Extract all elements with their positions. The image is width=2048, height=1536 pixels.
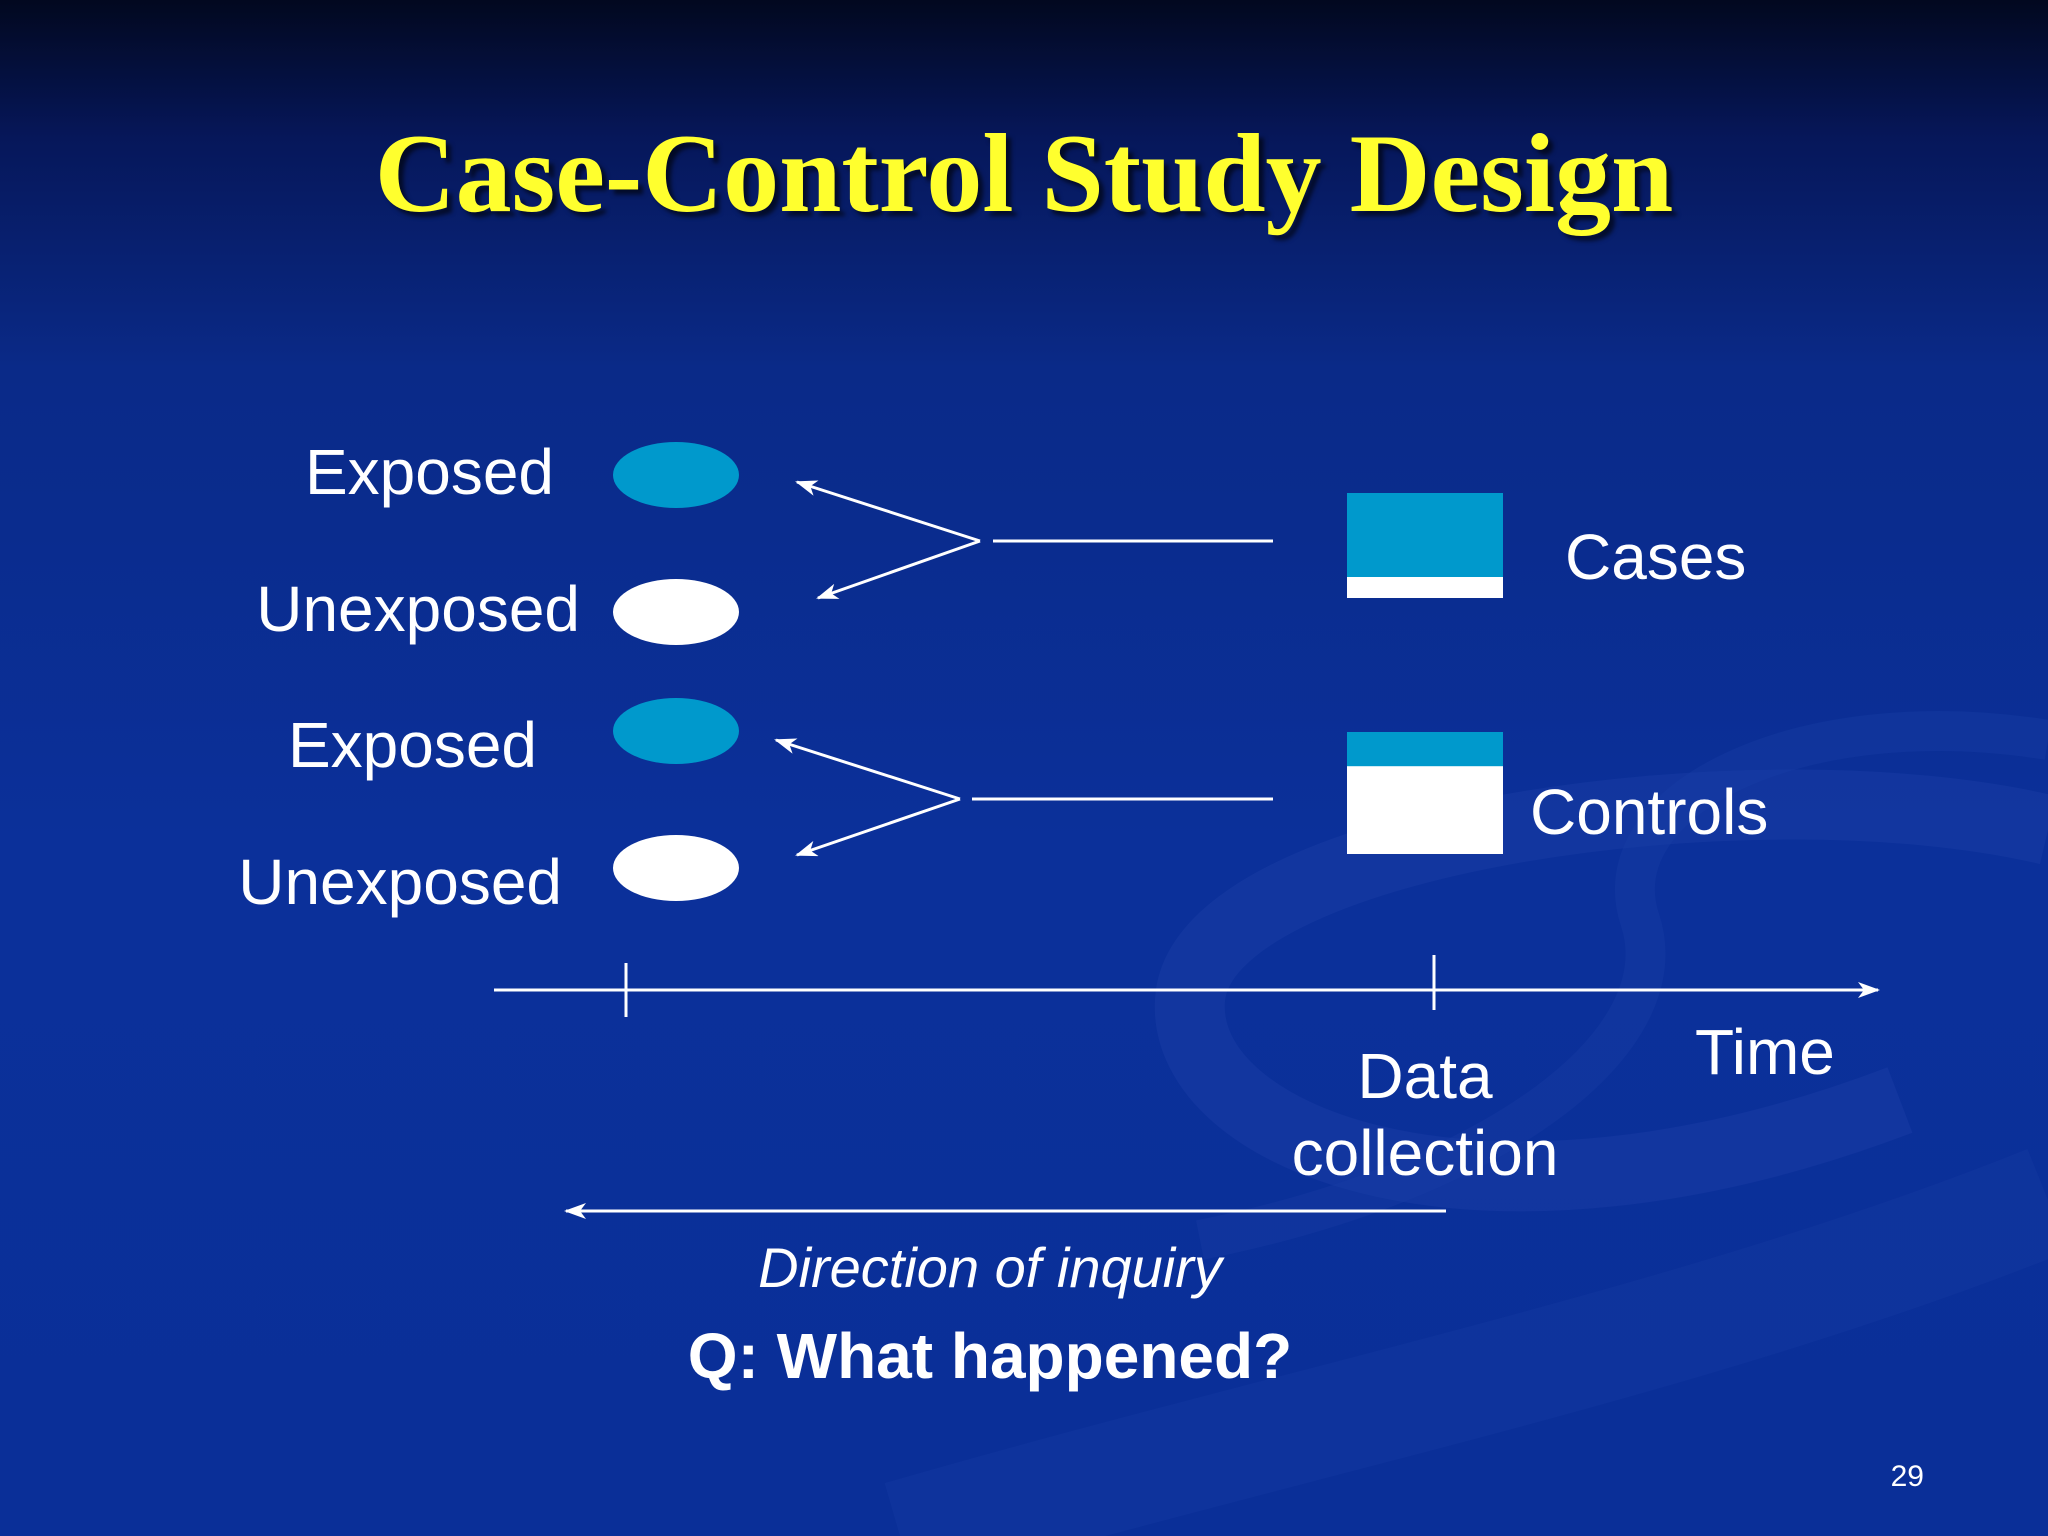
slide-title: Case-Control Study Design [374,112,1674,236]
controls-exposed-label: Exposed [287,709,537,781]
controls-unexposed-label: Unexposed [238,846,562,918]
controls-branch-arrows [774,738,1273,857]
cases-exposed-label: Exposed [304,436,554,508]
question-text: Q: What happened? [687,1320,1293,1392]
page-number: 29 [1890,1460,1924,1493]
controls-unexposed-oval [613,835,739,901]
time-axis [494,955,1880,1017]
cases-unexposed-label: Unexposed [256,573,580,645]
cases-group-box [1347,493,1503,598]
direction-of-inquiry-label: Direction of inquiry [758,1236,1222,1299]
controls-label: Controls [1530,776,1769,848]
cases-exposed-portion [1347,493,1503,577]
controls-group-box [1347,732,1503,854]
data-collection-label-line: Data [1357,1040,1493,1112]
time-axis-label: Time [1695,1016,1835,1088]
cases-branch-arrows [795,480,1273,600]
controls-exposed-oval [613,698,739,764]
cases-exposed-oval [613,442,739,508]
cases-unexposed-oval [613,579,739,645]
data-collection-label-line: collection [1291,1116,1559,1189]
cases-label: Cases [1565,521,1747,593]
controls-exposed-portion [1347,732,1503,767]
